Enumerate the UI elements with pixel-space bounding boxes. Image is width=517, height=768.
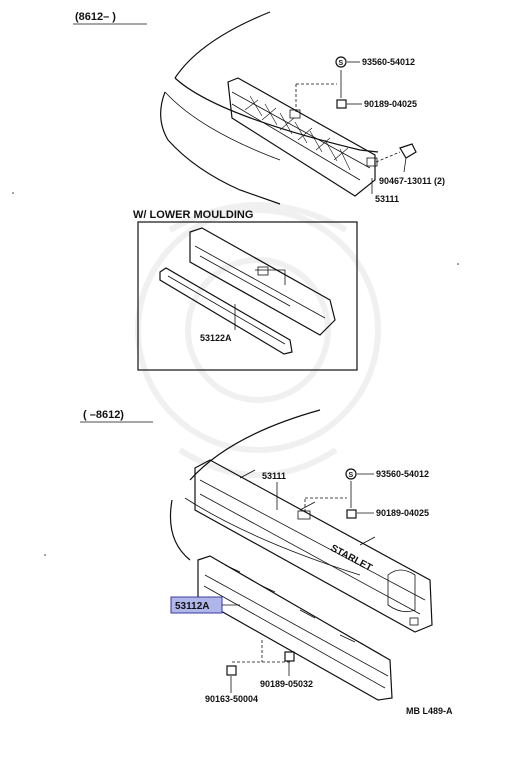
scan-dot <box>457 263 459 265</box>
bottom-bolt-90163 <box>226 665 237 693</box>
label-bottom-bolt: 90163-50004 <box>205 694 258 704</box>
svg-text:S: S <box>339 60 344 67</box>
label-bottom-nut2: 90189-05032 <box>260 679 313 689</box>
label-top-clip: 90467-13011 (2) <box>379 176 445 186</box>
section-header-after-8612: (8612– ) <box>75 11 116 23</box>
watermark-emblem <box>135 202 381 478</box>
bottom-car-front <box>169 409 361 576</box>
top-nut-90189 <box>336 70 362 109</box>
drawing-code: MB L489-A <box>406 706 453 716</box>
inset-lower-moulding <box>159 267 293 355</box>
inset-grille <box>189 227 336 336</box>
label-bottom-grille: 53111 <box>262 471 286 481</box>
svg-text:S: S <box>349 472 354 479</box>
label-inset-grille: 53122A <box>200 333 232 343</box>
top-clip-90467 <box>375 143 417 173</box>
scan-dot <box>44 554 46 556</box>
top-screw-93560: S <box>335 56 360 68</box>
highlighted-part-53112A[interactable]: 53112A <box>170 596 223 614</box>
label-top-screw: 93560-54012 <box>362 57 415 67</box>
starlet-badge: STARLET <box>329 543 374 574</box>
top-car-front <box>160 11 379 205</box>
inset-title: W/ LOWER MOULDING <box>133 209 253 221</box>
label-bottom-nut: 90189-04025 <box>376 508 429 518</box>
label-bottom-screw: 93560-54012 <box>376 469 429 479</box>
bottom-nut-90189-05032 <box>284 651 295 676</box>
label-top-grille: 53111 <box>375 194 399 204</box>
inset-box <box>137 221 358 371</box>
bottom-grille-53111 <box>194 459 433 633</box>
scan-dot <box>12 192 14 194</box>
bottom-nut-90189 <box>346 481 374 519</box>
top-grille-53111 <box>227 77 378 197</box>
label-top-nut: 90189-04025 <box>364 99 417 109</box>
label-bottom-moulding[interactable]: 53112A <box>175 601 209 612</box>
bottom-screw-93560: S <box>345 468 374 480</box>
section-header-before-8612: ( –8612) <box>83 409 124 421</box>
